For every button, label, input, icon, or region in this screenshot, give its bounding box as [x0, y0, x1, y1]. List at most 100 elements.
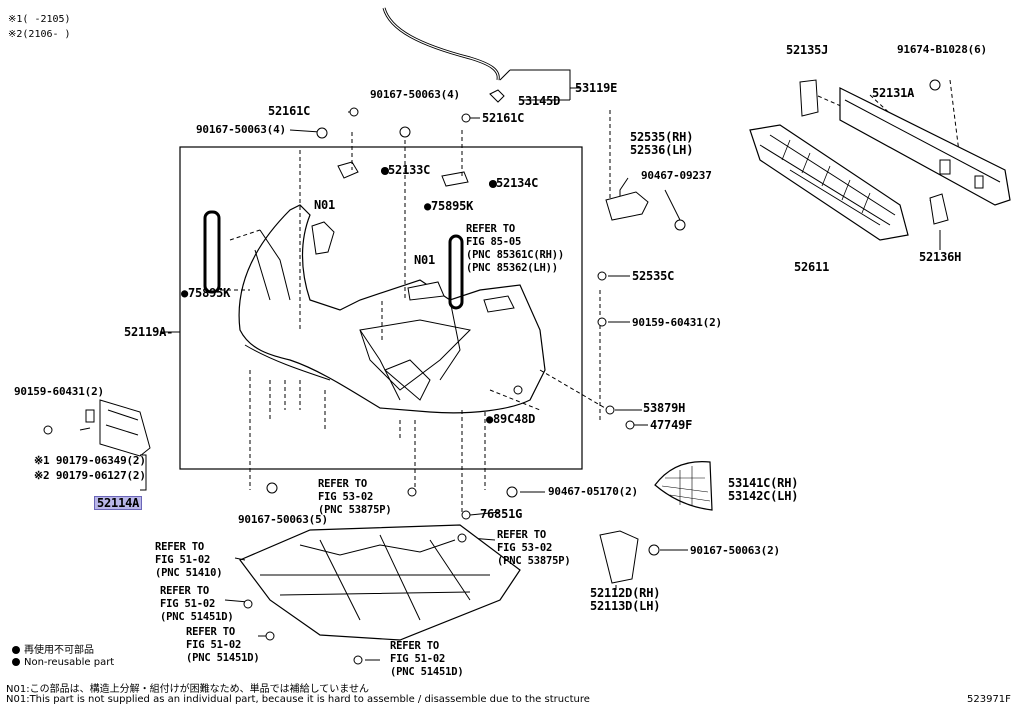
refer-51c-l3: (PNC 51451D) [186, 652, 260, 664]
label-75895K-left: ●75895K [181, 286, 231, 300]
refer-53b-l1: REFER TO [497, 529, 546, 541]
label-52611: 52611 [794, 260, 830, 274]
variant-1: ※1( -2105) [8, 14, 71, 25]
bumper-assembly-frame [179, 146, 583, 470]
bracket-52135J [799, 79, 819, 117]
label-52536-lh: 52536(LH) [630, 143, 694, 157]
label-90167-50063-5: 90167-50063(5) [238, 513, 328, 526]
label-47749F: 47749F [650, 418, 693, 432]
refer-51a-l1: REFER TO [155, 541, 204, 553]
fastener-51451D-c [265, 631, 275, 641]
fastener-51451D-b [243, 599, 253, 609]
refer-53b-l3: (PNC 53875P) [497, 555, 571, 567]
bracket-52136H [929, 193, 949, 225]
fastener-91674 [929, 79, 941, 91]
label-52134C: ●52134C [489, 176, 539, 190]
fastener-52161C-right [461, 113, 471, 123]
bracket-85 [483, 295, 515, 313]
label-90167-50063-4-left: 90167-50063(4) [196, 123, 286, 136]
reinforcement-bar [839, 87, 1011, 206]
retainer-clip [85, 409, 95, 423]
label-53142C: 53142C(LH) [728, 489, 799, 503]
fastener-53875P-a [407, 487, 417, 497]
label-90167-50063-4-top: 90167-50063(4) [370, 88, 460, 101]
fastener-89C48D [513, 385, 523, 395]
seal-strip [382, 7, 500, 81]
label-90167-50063-2: 90167-50063(2) [690, 544, 780, 557]
variant-2: ※2(2106- ) [8, 29, 71, 40]
label-52133C: ●52133C [381, 163, 431, 177]
nonreusable-dot-icon [12, 646, 20, 654]
label-52113D: 52113D(LH) [590, 599, 661, 613]
figure-id: 523971F [967, 694, 1011, 705]
refer-51d-l2: FIG 51-02 [390, 653, 446, 665]
bracket-52535 [605, 191, 649, 221]
refer-85-l3: (PNC 85361C(RH)) [466, 249, 564, 261]
label-90467-09237: 90467-09237 [641, 169, 712, 182]
bumper-cover [238, 204, 546, 414]
label-52136H: 52136H [919, 250, 962, 264]
fastener-90159-right [597, 317, 607, 327]
fastener-51451D-d [353, 655, 363, 665]
refer-51b-l2: FIG 51-02 [160, 598, 216, 610]
reflector-right [448, 234, 464, 310]
bumper-grille-opening [359, 319, 472, 391]
fog-grille [654, 461, 713, 511]
label-53145D: 53145D [518, 94, 561, 108]
label-89C48D: ●89C48D [486, 412, 536, 426]
refer-51b-l1: REFER TO [160, 585, 209, 597]
fastener-90167-bottom [266, 482, 278, 494]
fastener-90159-left [43, 425, 53, 435]
label-90179-06127: ※2 90179-06127(2) [34, 469, 146, 482]
label-90179-06349: ※1 90179-06349(2) [34, 454, 146, 467]
fastener-90167-left [316, 127, 328, 139]
label-53879H: 53879H [643, 401, 686, 415]
label-90467-05170: 90467-05170(2) [548, 485, 638, 498]
legend-en: Non-reusable part [12, 657, 114, 668]
fastener-53879H [605, 405, 615, 415]
refer-53a-l3: (PNC 53875P) [318, 504, 392, 516]
label-90159-60431-right: 90159-60431(2) [632, 316, 722, 329]
refer-51c-l1: REFER TO [186, 626, 235, 638]
label-52535C: 52535C [632, 269, 675, 283]
label-n01-b: N01 [414, 253, 436, 267]
label-53141C: 53141C(RH) [728, 476, 799, 490]
label-52119A: 52119A- [124, 325, 174, 339]
clip-52133C [337, 161, 359, 179]
reflector-left [203, 210, 221, 294]
note-en: N01:This part is not supplied as an indi… [6, 694, 590, 705]
refer-51a-l2: FIG 51-02 [155, 554, 211, 566]
fastener-90467-05170 [506, 486, 518, 498]
refer-51d-l3: (PNC 51451D) [390, 666, 464, 678]
fastener-90167-2 [648, 544, 660, 556]
bracket-52112D [599, 530, 639, 584]
label-53119E: 53119E [575, 81, 618, 95]
fastener-90467-09237 [674, 219, 686, 231]
refer-85-l1: REFER TO [466, 223, 515, 235]
refer-53a-l2: FIG 53-02 [318, 491, 374, 503]
bumper-lower-vent [384, 359, 431, 401]
bracket-n01-a [311, 221, 335, 255]
refer-85-l4: (PNC 85362(LH)) [466, 262, 558, 274]
label-52161C-right: 52161C [482, 111, 525, 125]
nonreusable-dot-52133C [381, 167, 389, 175]
label-52135J: 52135J [786, 43, 829, 57]
refer-53b-l2: FIG 53-02 [497, 542, 553, 554]
fastener-90167-top [399, 126, 411, 138]
label-52112D: 52112D(RH) [590, 586, 661, 600]
clip-53145D [489, 89, 505, 103]
label-75895K-right: ●75895K [424, 199, 474, 213]
refer-51d-l1: REFER TO [390, 640, 439, 652]
label-52535-rh: 52535(RH) [630, 130, 694, 144]
refer-51b-l3: (PNC 51451D) [160, 611, 234, 623]
fastener-52535C [597, 271, 607, 281]
engine-undercover [239, 524, 521, 641]
fastener-52161C-left [349, 107, 359, 117]
refer-51c-l2: FIG 51-02 [186, 639, 242, 651]
label-52114A-highlighted[interactable]: 52114A [94, 496, 143, 510]
legend-jp: 再使用不可部品 [12, 641, 94, 656]
clip-52134C [441, 171, 469, 187]
license-bracket [99, 399, 151, 457]
nonreusable-dot-52134C [489, 180, 497, 188]
